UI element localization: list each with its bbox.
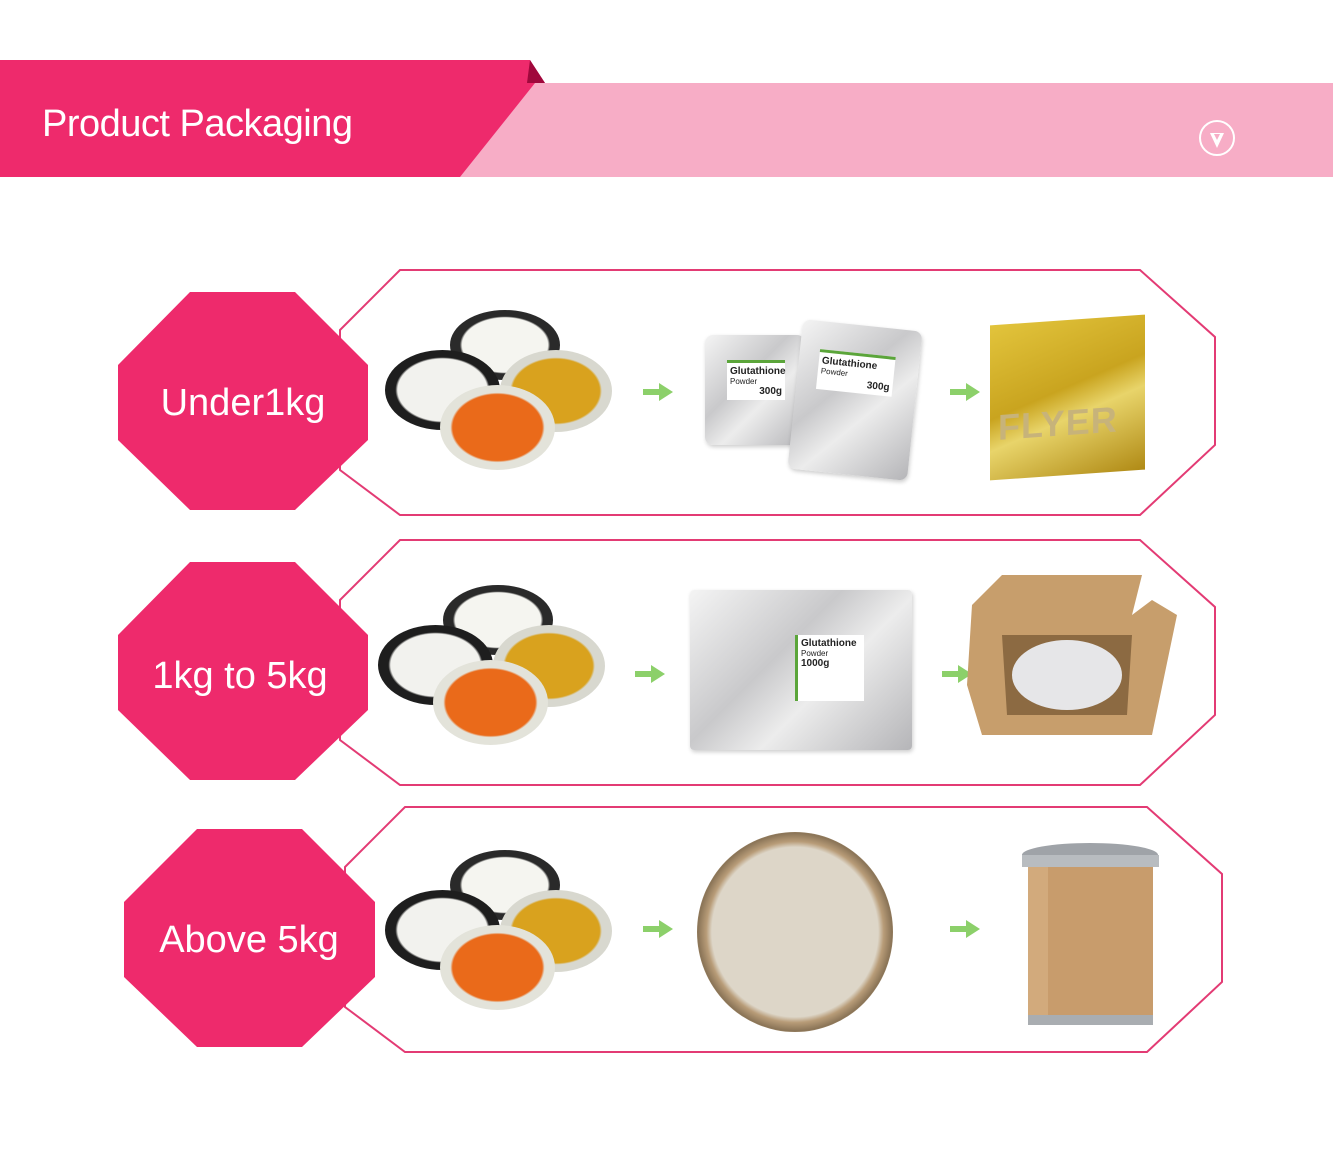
- flyer-bag-image: FLYER: [990, 314, 1145, 481]
- arrow-right-icon: [950, 383, 980, 401]
- header-tab: [0, 60, 545, 177]
- row-frame: [118, 269, 1216, 516]
- carton-box-image: [967, 575, 1177, 735]
- arrow-right-icon: [942, 665, 972, 683]
- page-title: Product Packaging: [42, 103, 353, 145]
- fiber-drum-image: [1022, 843, 1159, 1025]
- row-label: Under1kg: [160, 382, 326, 424]
- open-drum-image: [697, 832, 893, 1032]
- powder-bowls-image: [378, 585, 618, 755]
- chevron-down-circle-icon[interactable]: [1199, 120, 1235, 156]
- octagon-badge: [118, 562, 368, 780]
- packaging-row-above-5kg: Above 5kg: [0, 802, 1333, 1062]
- row-label: Above 5kg: [159, 919, 339, 961]
- row-label: 1kg to 5kg: [152, 655, 328, 697]
- octagon-badge: [124, 829, 375, 1047]
- row-frame: [118, 539, 1216, 786]
- arrow-right-icon: [643, 920, 673, 938]
- octagon-badge: [118, 292, 368, 510]
- arrow-right-icon: [643, 383, 673, 401]
- arrow-right-icon: [950, 920, 980, 938]
- powder-bowls-image: [385, 850, 625, 1020]
- arrow-right-icon: [635, 665, 665, 683]
- row-frame: [124, 806, 1223, 1053]
- powder-bowls-image: [385, 310, 625, 480]
